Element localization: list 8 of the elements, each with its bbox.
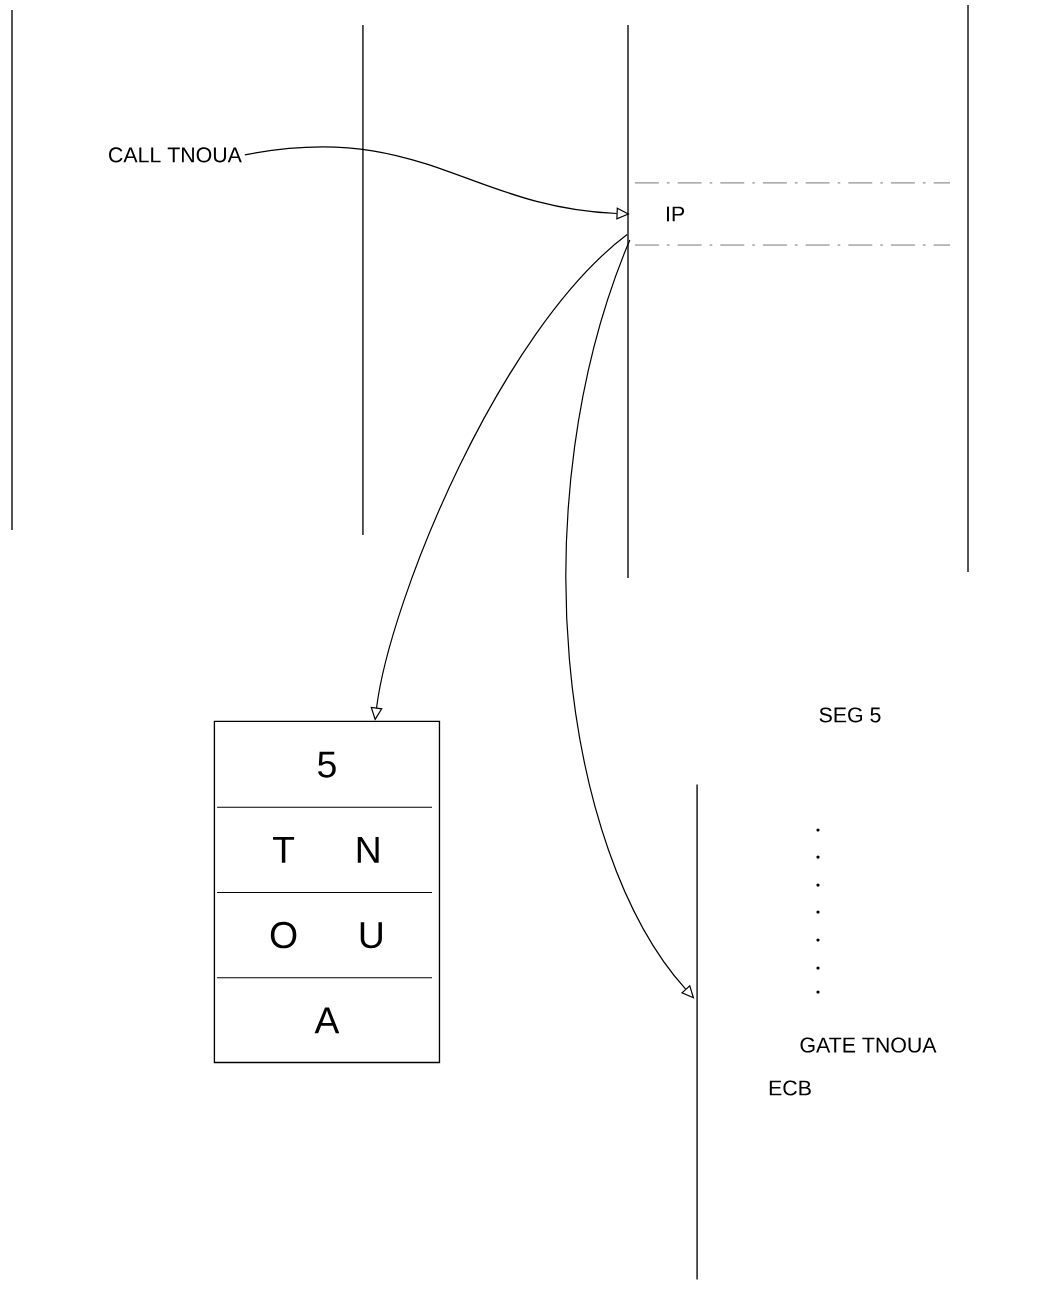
- character-table: 5 T N O U A: [213, 720, 441, 1064]
- segment-label: SEG 5: [819, 707, 881, 723]
- arrow: [565, 239, 695, 999]
- call-text: CALL TNOUA: [109, 147, 242, 163]
- segment-label: ECB: [769, 1080, 811, 1096]
- segment-line: [696, 783, 698, 1281]
- ip-slot: IP: [634, 182, 951, 246]
- segment-label: GATE TNOUA: [800, 1037, 937, 1053]
